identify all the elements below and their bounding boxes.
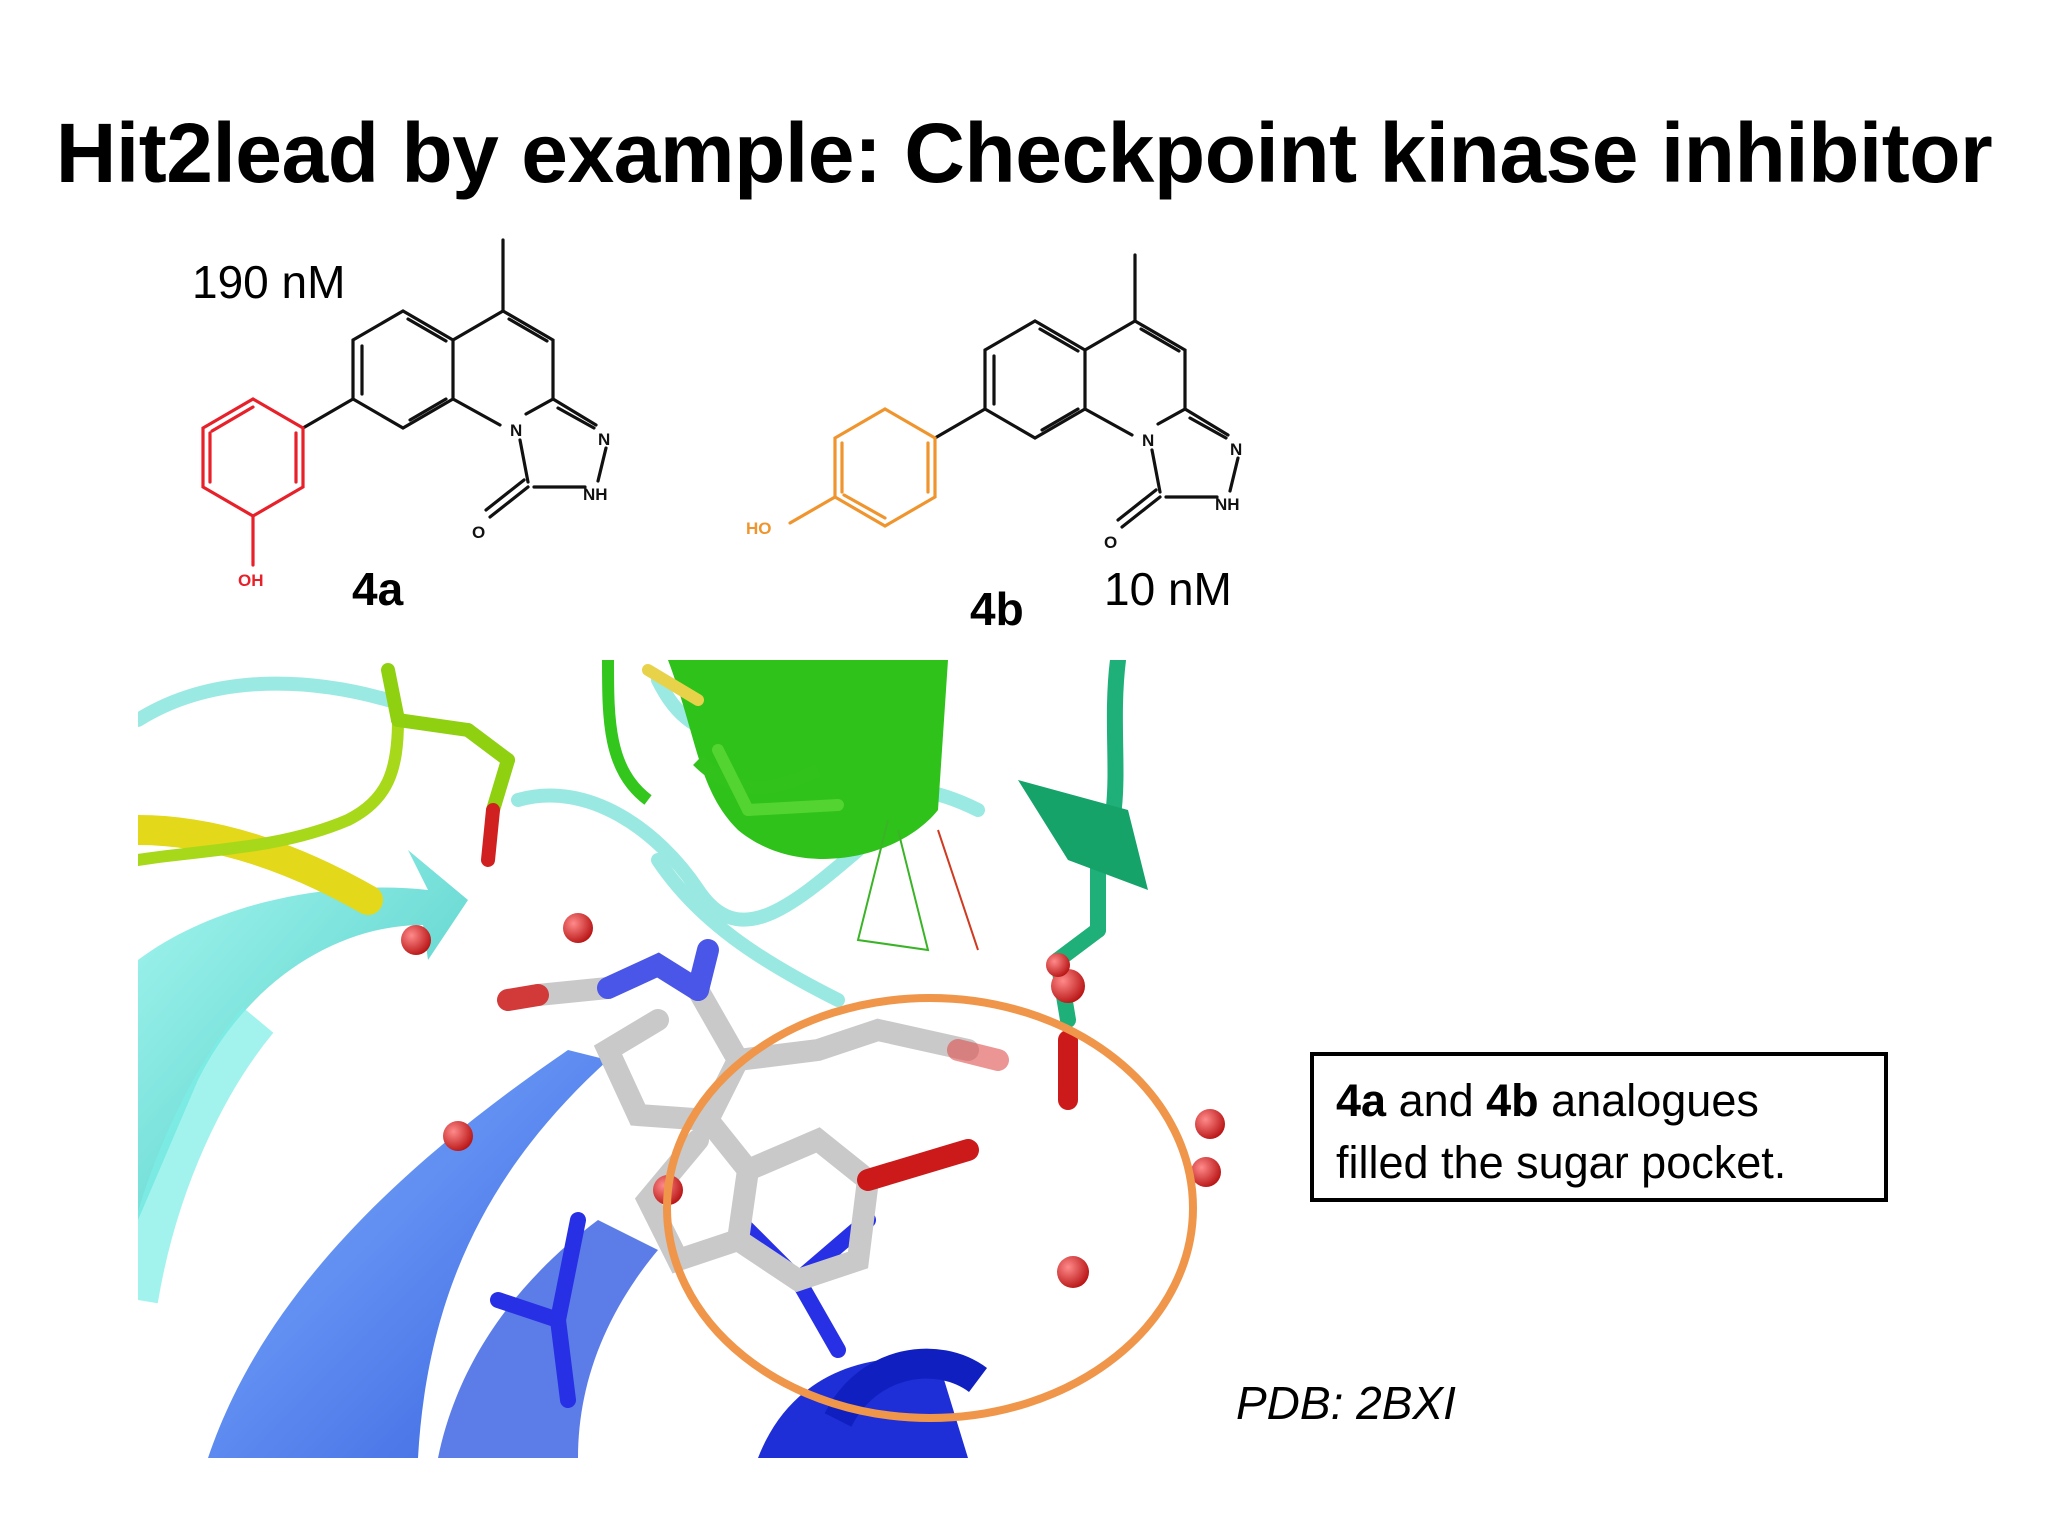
atom-o-4b: O [1104, 533, 1117, 552]
hydroxyl-label-4b: HO [746, 519, 772, 538]
crystal-structure-image [138, 660, 1230, 1458]
annotation-box: 4a and 4b analogues filled the sugar poc… [1310, 1052, 1888, 1202]
atom-n2-4b: N [1230, 440, 1242, 459]
slide-title: Hit2lead by example: Checkpoint kinase i… [55, 106, 1993, 200]
atom-n-4b: N [1142, 431, 1154, 450]
atom-o-4a: O [472, 523, 485, 542]
hydroxyl-label-4a: OH [238, 571, 264, 590]
potency-4b: 10 nM [1104, 563, 1232, 615]
potency-4a: 190 nM [192, 256, 346, 308]
annotation-line-1: 4a and 4b analogues [1336, 1075, 1759, 1126]
molecule-4b: N N NH O HO [746, 253, 1242, 552]
atom-nh-4a: NH [583, 485, 608, 504]
atom-n-4a: N [510, 421, 522, 440]
atom-nh-4b: NH [1215, 495, 1240, 514]
compound-label-4b: 4b [970, 583, 1024, 635]
annotation-line-2: filled the sugar pocket. [1336, 1137, 1787, 1188]
compound-label-4a: 4a [352, 563, 404, 615]
molecule-4a: N N NH O OH [201, 238, 610, 590]
atom-n2-4a: N [598, 430, 610, 449]
pdb-label: PDB: 2BXI [1236, 1377, 1456, 1429]
